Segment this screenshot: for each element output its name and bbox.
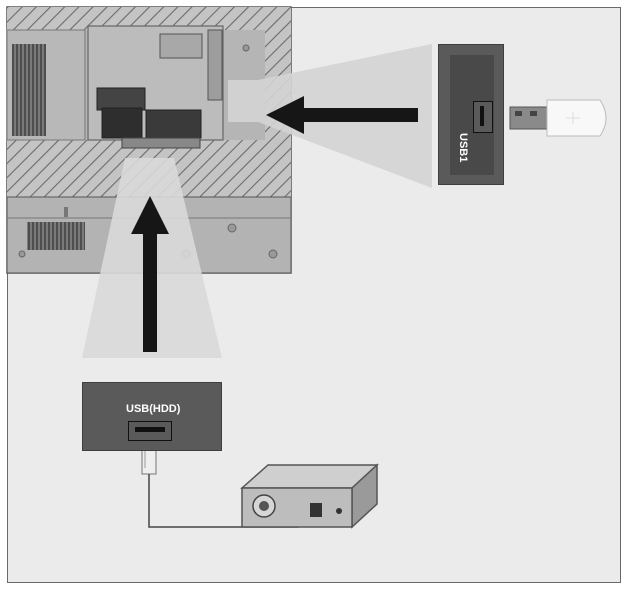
usb1-port-icon [473, 101, 493, 133]
arrow-to-usb-hdd-port [131, 196, 169, 352]
usb1-label: USB1 [457, 133, 469, 163]
usb-hdd-label: USB(HDD) [126, 403, 181, 415]
usb1-port-box: USB1 [438, 44, 504, 185]
external-hard-drive [240, 463, 379, 529]
usb-hdd-port-icon [128, 421, 172, 441]
arrow-to-usb1-port [266, 96, 418, 134]
usb-hdd-port-box: USB(HDD) [82, 382, 222, 451]
usb-flash-drive [509, 99, 607, 137]
